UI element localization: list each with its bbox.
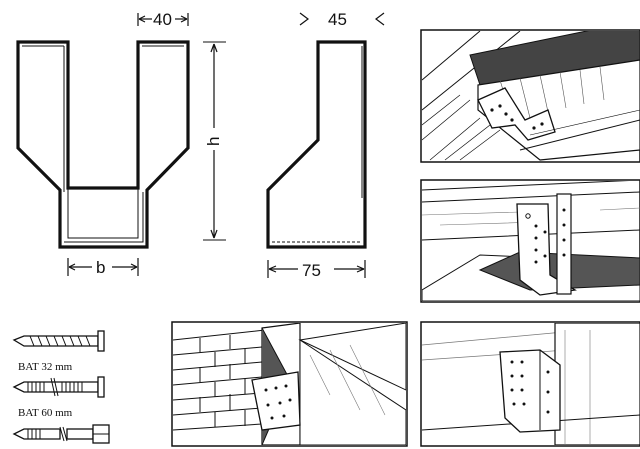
hanger-side-outline: [266, 40, 367, 249]
hanger-detail-2: [516, 203, 577, 296]
dim-height-label: h: [204, 137, 223, 146]
dimension-top-width: 40: [137, 10, 189, 29]
fastener-legend: BAT 32 mm BAT 60 mm: [12, 330, 110, 444]
illustration-beam-on-rafter: [420, 29, 640, 163]
bolt-icon: [12, 424, 110, 444]
nail-bat-32-icon: [12, 330, 105, 352]
dimension-side-width: 45: [299, 10, 385, 29]
nail-bat-32-label: BAT 32 mm: [18, 361, 73, 373]
hanger-front-view: [16, 40, 190, 249]
dimension-inner-width: b: [67, 258, 139, 277]
illustration-beam-to-post: [420, 321, 640, 447]
dim-side-width-value: 45: [328, 10, 347, 29]
dim-depth-value: 75: [302, 261, 321, 280]
nail-bat-60-icon: [12, 376, 105, 398]
hanger-detail-3: [251, 371, 301, 431]
illustration-beam-on-brick-wall: [171, 321, 408, 447]
dim-top-width-value: 40: [153, 10, 172, 29]
hanger-front-outline: [16, 40, 190, 249]
hanger-detail-1: [477, 87, 556, 141]
dimension-depth: 75: [267, 260, 366, 280]
dim-inner-width-label: b: [96, 258, 105, 277]
dimension-height: h: [203, 41, 226, 241]
hanger-side-view: [266, 40, 367, 249]
hanger-front-inner-line: [63, 46, 144, 243]
nail-bat-60-label: BAT 60 mm: [18, 407, 73, 419]
hanger-detail-4: [499, 349, 561, 433]
illustration-beam-to-beam: [420, 179, 640, 303]
